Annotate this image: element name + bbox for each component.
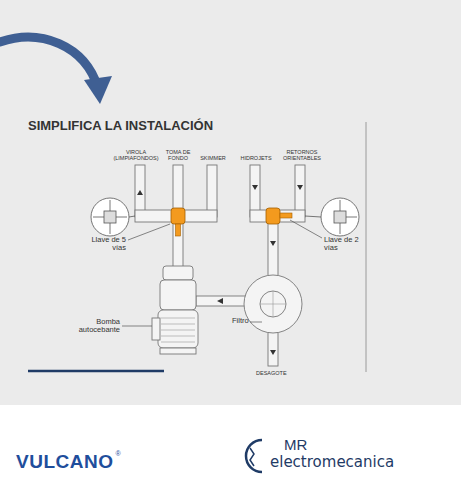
pipe-label: HIDROJETS (236, 155, 276, 161)
valve-label: Llave de 5 vías (84, 236, 126, 253)
brand-logo: electromecanica (270, 454, 394, 471)
pipe-label: RETORNOS ORIENTABLES (280, 149, 324, 161)
pipe-label: TOMA DE FONDO (163, 149, 193, 161)
registered-mark: ® (115, 450, 120, 458)
title: SIMPLIFICA LA INSTALACIÓN (28, 119, 213, 133)
brand-logo: MR (284, 437, 307, 454)
drain-label: DESAGOTE (256, 370, 287, 376)
filter-label: Filtro (232, 317, 249, 325)
pipe-label: VIROLA (LIMPIAFONDOS) (112, 149, 160, 161)
pump-label: Bomba autocebante (72, 318, 120, 335)
brand-logo: VULCANO (16, 452, 113, 473)
pipe-label: SKIMMER (197, 155, 229, 161)
valve-label: Llave de 2 vías (324, 236, 362, 253)
